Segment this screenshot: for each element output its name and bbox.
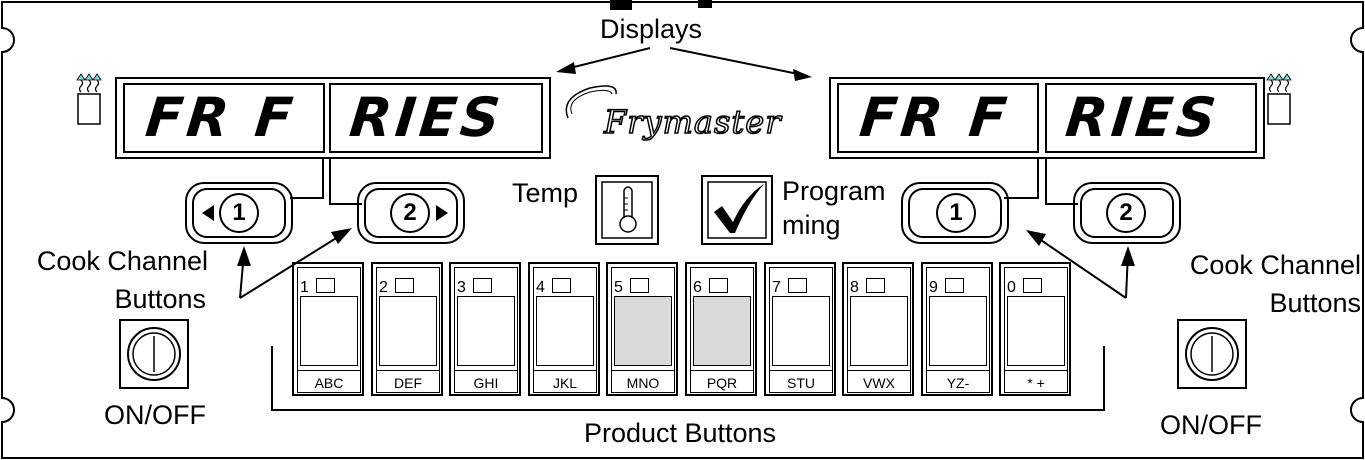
product-key-divider (769, 370, 833, 371)
product-key-pad (929, 296, 987, 366)
product-key-led-indicator (709, 278, 728, 293)
product-key-face (376, 267, 440, 393)
left-cook-channel-2-button[interactable]: 2 (390, 193, 430, 233)
product-key-pad (536, 296, 594, 366)
product-key-face (533, 267, 597, 393)
product-key-face (611, 267, 675, 393)
product-key-face (1004, 267, 1068, 393)
product-key-led-indicator (945, 278, 964, 293)
product-key-letters: VWX (863, 375, 895, 391)
product-key-number: 2 (379, 279, 388, 296)
product-key-led-indicator (316, 278, 335, 293)
product-key-letters: * + (1027, 375, 1045, 391)
product-key-led-indicator (1023, 278, 1042, 293)
left-on-off-switch[interactable] (120, 320, 188, 388)
product-key-face (297, 267, 361, 393)
right-display-segment2: RIES (1062, 86, 1223, 149)
thermometer-icon (618, 184, 634, 234)
left-display-segment1: FR F (142, 86, 300, 149)
programming-label-line1: Program (782, 176, 886, 206)
product-key-letters: STU (787, 375, 815, 391)
right-heater-indicator-icon (1266, 72, 1294, 126)
programming-button[interactable] (702, 176, 772, 244)
product-key-pad (1007, 296, 1065, 366)
product-key-pad (693, 296, 751, 366)
cook-channel-label-right-line2: Buttons (1269, 288, 1361, 318)
product-key-face (769, 267, 833, 393)
product-key-divider (847, 370, 911, 371)
product-key-face (926, 267, 990, 393)
product-key-number: 4 (536, 279, 545, 296)
product-key-led-indicator (630, 278, 649, 293)
product-key-letters: GHI (473, 375, 499, 391)
product-key-letters: DEF (394, 375, 422, 391)
product-key-pad (457, 296, 515, 366)
product-key-divider (1004, 370, 1068, 371)
product-key-number: 7 (772, 279, 781, 296)
cook-channel-label-left-line1: Cook Channel (36, 246, 208, 276)
right-on-off-switch[interactable] (1178, 320, 1246, 388)
product-key-led-indicator (473, 278, 492, 293)
product-key-divider (376, 370, 440, 371)
temp-label: Temp (512, 178, 579, 208)
product-key-led-indicator (788, 278, 807, 293)
product-key-letters: PQR (706, 375, 738, 391)
product-key-number: 8 (850, 279, 859, 296)
product-key-pad (772, 296, 830, 366)
product-key-face (690, 267, 754, 393)
product-key-led-indicator (552, 278, 571, 293)
cook-channel-label-right-line1: Cook Channel (1189, 250, 1361, 280)
product-key-letters: MNO (626, 375, 660, 391)
right-cook-channel-2-button[interactable]: 2 (1106, 193, 1146, 233)
temp-button[interactable] (596, 176, 658, 244)
product-key-led-indicator (395, 278, 414, 293)
product-key-divider (611, 370, 675, 371)
product-key-pad (850, 296, 908, 366)
product-key-face (454, 267, 518, 393)
programming-label-line2: ming (782, 210, 841, 240)
product-key-number: 5 (614, 279, 623, 296)
product-key-pad (379, 296, 437, 366)
displays-label: Displays (600, 14, 703, 44)
left-cook-channel-1-button[interactable]: 1 (219, 193, 259, 233)
product-key-0[interactable]: 0 * + (999, 262, 1071, 396)
product-key-pad (614, 296, 672, 366)
product-key-divider (454, 370, 518, 371)
product-key-letters: YZ- (946, 375, 970, 391)
product-key-letters: JKL (552, 375, 578, 391)
product-key-divider (533, 370, 597, 371)
right-cook-channel-1-button[interactable]: 1 (936, 193, 976, 233)
product-key-divider (297, 370, 361, 371)
product-key-divider (926, 370, 990, 371)
product-key-divider (690, 370, 754, 371)
on-off-label-left: ON/OFF (104, 400, 206, 430)
product-key-pad (300, 296, 358, 366)
frymaster-logo: Frymaster (603, 103, 782, 141)
product-key-number: 3 (457, 279, 466, 296)
right-display-segment1: FR F (856, 86, 1014, 149)
product-buttons-label: Product Buttons (583, 418, 777, 448)
product-key-number: 6 (693, 279, 702, 296)
left-display-segment2: RIES (346, 86, 507, 149)
on-off-label-right: ON/OFF (1160, 410, 1262, 440)
product-key-number: 1 (300, 279, 309, 296)
checkmark-icon (712, 184, 762, 234)
product-key-letters: ABC (314, 375, 344, 391)
cook-channel-label-left-line2: Buttons (114, 284, 206, 314)
product-key-led-indicator (866, 278, 885, 293)
left-heater-indicator-icon (76, 72, 104, 126)
product-key-number: 9 (929, 279, 938, 296)
product-key-face (847, 267, 911, 393)
product-key-number: 0 (1007, 279, 1016, 296)
